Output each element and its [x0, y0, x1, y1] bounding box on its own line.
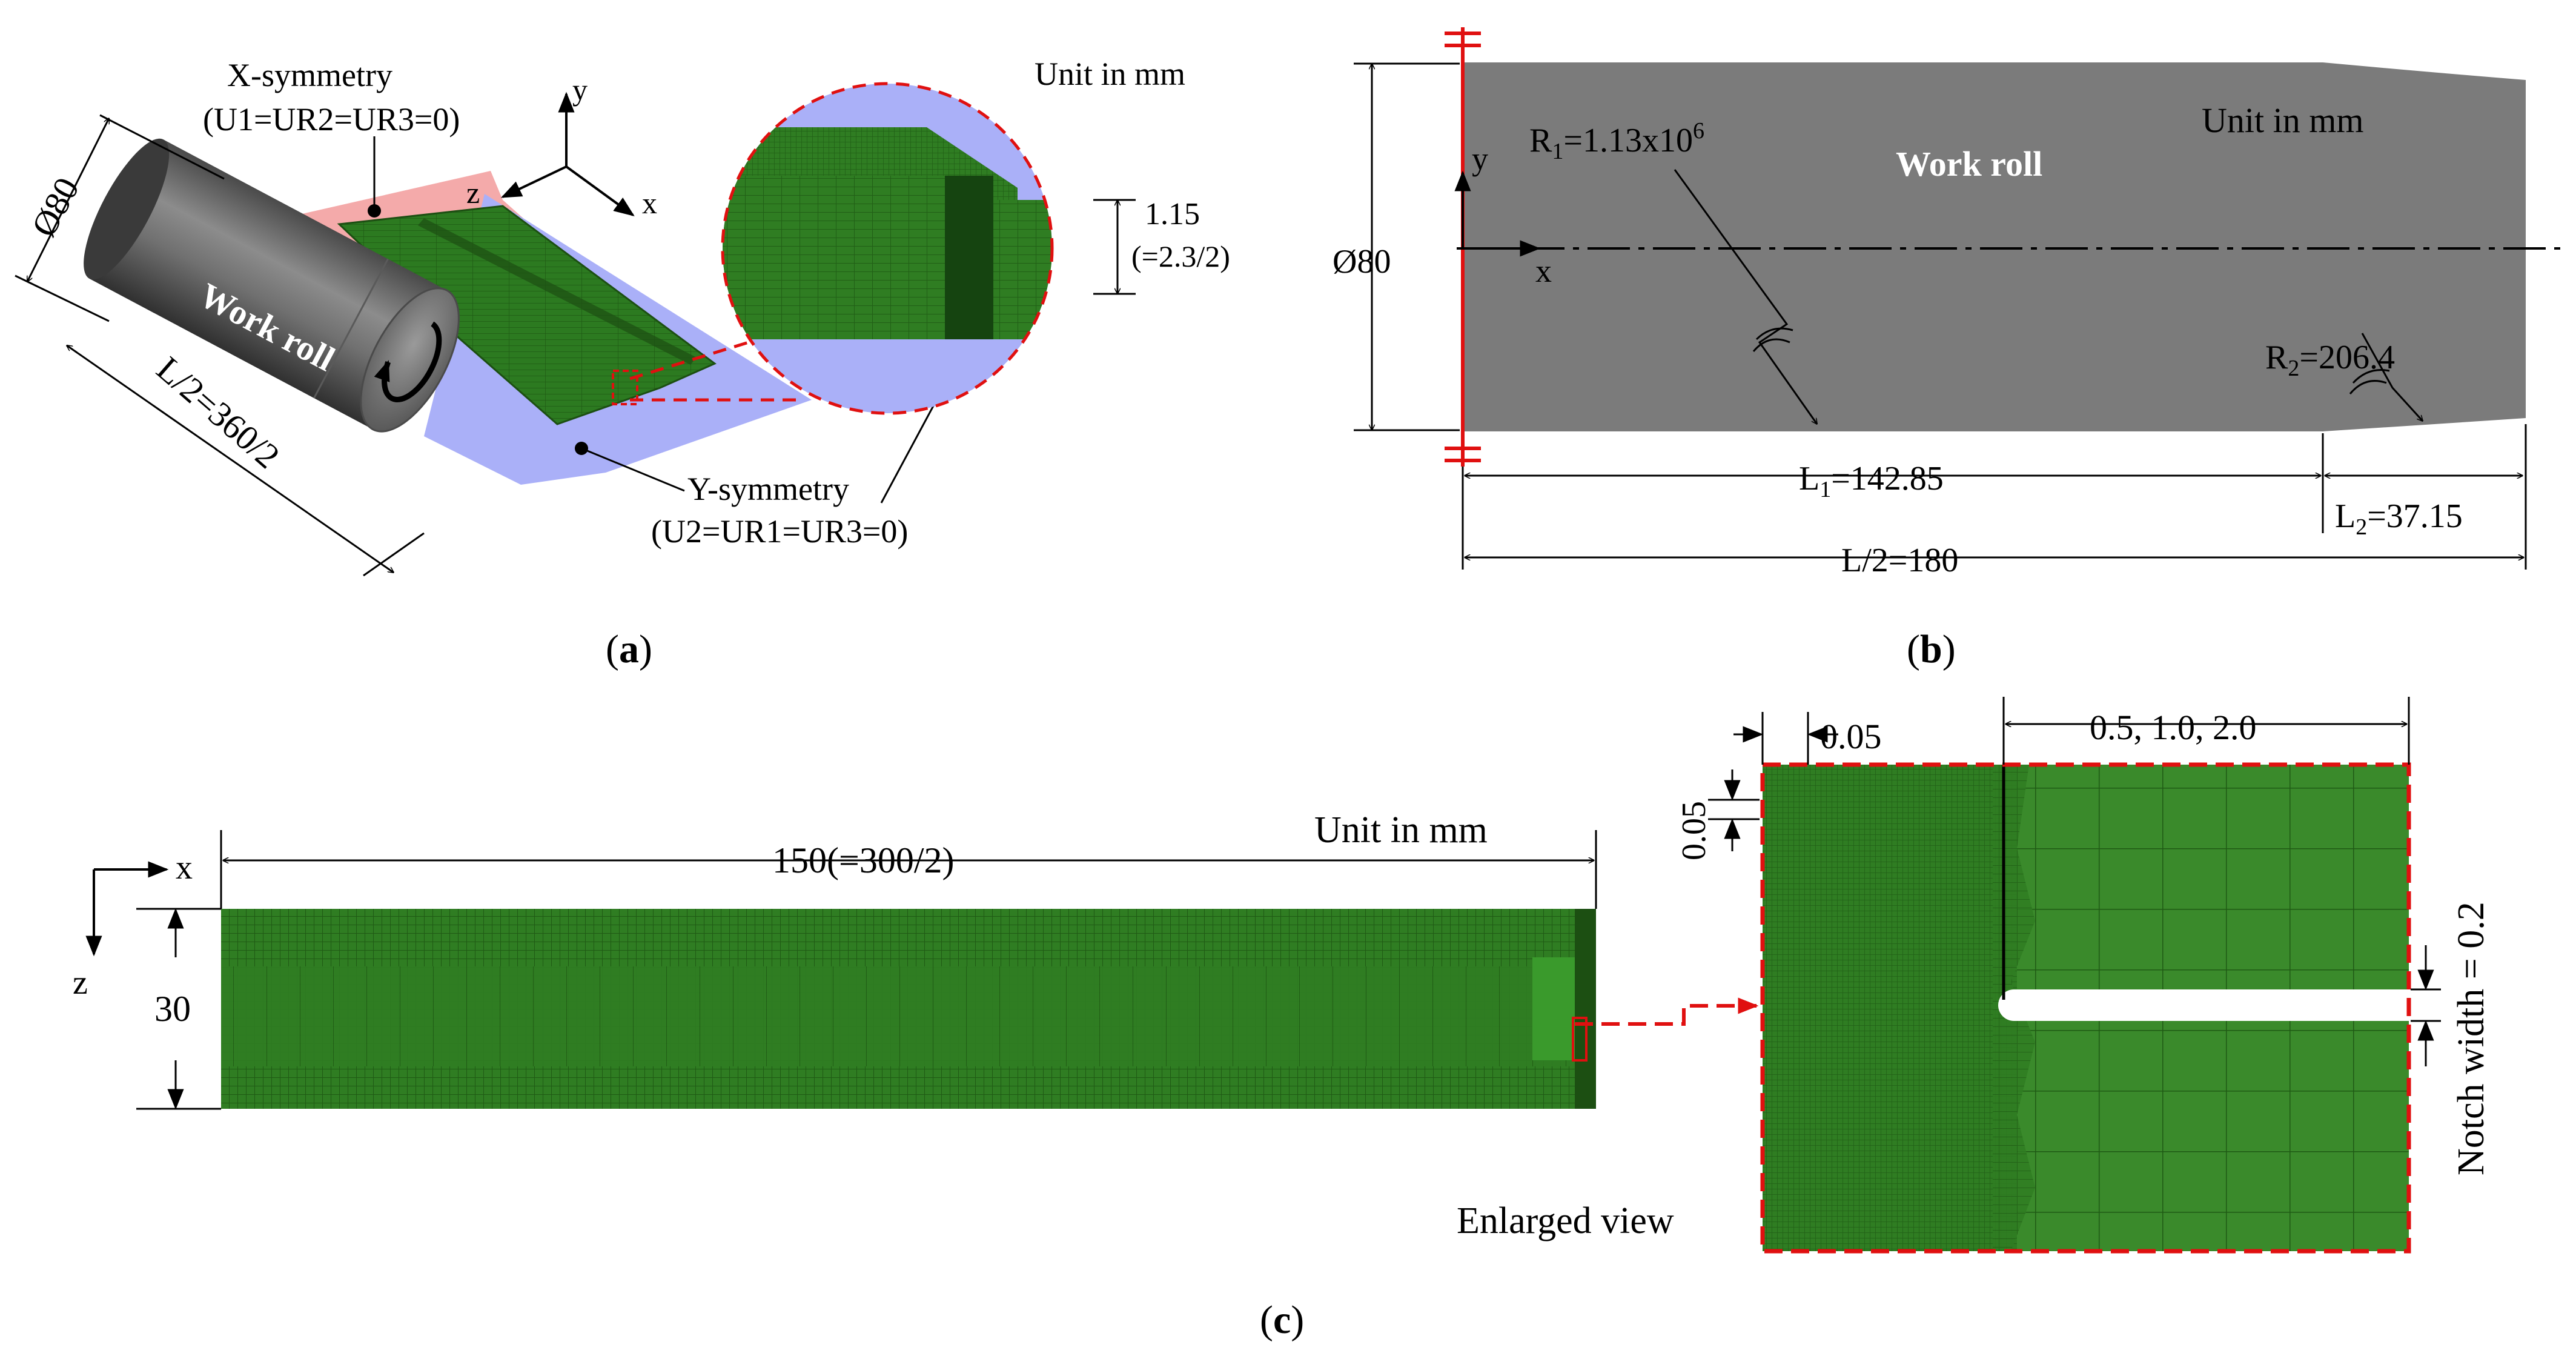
axis-x-label-c: x [176, 849, 193, 886]
strip-notch-band [418, 218, 697, 365]
axis-z-label-a: z [466, 176, 480, 210]
axis-x-label-a: x [642, 186, 657, 220]
panel-b: y x Ø80 Work roll Unit in mm R1=1.13x106… [1333, 27, 2565, 579]
r2-label: R2=206.4 [2265, 339, 2395, 381]
zoom-source-box [612, 370, 638, 405]
roll-label-b: Work roll [1896, 144, 2042, 184]
notch-slot [1998, 989, 2409, 1021]
plate-refined-zone [1532, 957, 1575, 1060]
axis-z-label-c: z [73, 964, 88, 1002]
panel-c-label: (c) [1260, 1298, 1304, 1342]
r2-leader [2361, 333, 2423, 421]
fine-mesh-v-label: 0.05 [1675, 801, 1713, 860]
enlarged-fine-mesh [1763, 765, 2017, 1251]
y-symmetry-bc: (U2=UR1=UR3=0) [651, 513, 908, 550]
panel-b-label: (b) [1907, 627, 1956, 671]
panel-c: x z 150(=300/2) Unit in mm 30 0.05 [73, 697, 2492, 1254]
notch-length-label: 0.5, 1.0, 2.0 [2090, 708, 2257, 747]
half-length-label: L/2=180 [1841, 542, 1958, 579]
diameter-label-b: Ø80 [1333, 243, 1391, 281]
axis-y-label-a: y [572, 73, 588, 107]
y-symmetry-label: Y-symmetry [687, 471, 849, 507]
r1-label: R1=1.13x106 [1529, 118, 1704, 164]
plate-end-strip [1575, 909, 1596, 1109]
y-symmetry-leader [581, 447, 685, 492]
plate-center-band [221, 966, 1596, 1066]
l1-label: L1=142.85 [1799, 460, 1944, 502]
zoom-circle-content [723, 84, 1052, 413]
panel-labels: (a) (b) (c) [606, 627, 1956, 1342]
width-label: 30 [154, 989, 191, 1029]
l2-label: L2=37.15 [2335, 497, 2463, 540]
y-symmetry-marker [575, 442, 588, 455]
enlarged-frame [1760, 762, 2411, 1254]
length-dim-line-a [67, 345, 394, 573]
length-label-c: 150(=300/2) [772, 840, 954, 880]
panel-a-label: (a) [606, 627, 652, 671]
enlarge-source-box [1572, 1017, 1588, 1062]
x-symmetry-label: X-symmetry [227, 57, 392, 93]
r2-break-mark [2349, 369, 2390, 394]
diameter-ext-top [99, 114, 225, 180]
axis-z-a [500, 165, 567, 198]
r1-break-mark [1752, 327, 1793, 352]
diameter-dim-line-a [26, 118, 110, 282]
roll-profile [1463, 62, 2526, 431]
thickness-label: 1.15 [1145, 197, 1200, 231]
zoom-circle [721, 82, 1054, 415]
axis-x-label-b: x [1535, 253, 1552, 289]
zoom-lead-top [629, 331, 779, 381]
fine-mesh-label: 0.05 [1820, 717, 1882, 756]
r1-leader [1674, 169, 1817, 424]
unit-label-a: Unit in mm [1035, 56, 1185, 92]
enlarge-pointer [1575, 997, 1759, 1026]
length-ext-right [363, 532, 425, 577]
unit-label-c: Unit in mm [1314, 809, 1488, 851]
enlarged-view-label: Enlarged view [1457, 1200, 1674, 1241]
work-roll-3d [84, 138, 460, 433]
thickness-expr: (=2.3/2) [1131, 239, 1230, 273]
axis-y-label-b: y [1472, 141, 1488, 177]
axis-x-a [565, 165, 635, 216]
strip-mesh [337, 205, 717, 425]
notch-width-label: Notch width = 0.2 [2451, 902, 2492, 1175]
x-symmetry-marker [368, 204, 381, 218]
panel-a: Work roll Ø80 L/2=360/2 X-symmetry (U1=U… [15, 56, 1230, 577]
enlarged-view [1760, 762, 2411, 1254]
diameter-ext-bottom [15, 274, 110, 322]
unit-label-b: Unit in mm [2202, 101, 2363, 140]
x-symmetry-bc: (U1=UR2=UR3=0) [203, 101, 460, 138]
